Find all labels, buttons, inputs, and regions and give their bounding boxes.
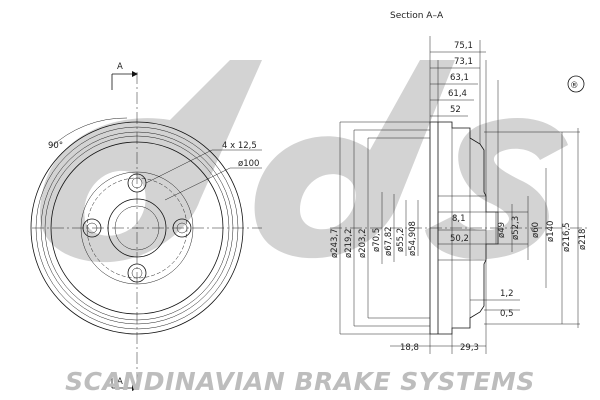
dim-1-2: 1,2 [500,289,514,299]
brand-text: SCANDINAVIAN BRAKE SYSTEMS [65,367,535,396]
registered-mark: ® [570,81,579,91]
center-bore-inner [114,205,160,251]
dim-203-2: ø203,2 [358,228,368,258]
dim-52-3: ø52,3 [511,216,521,240]
bolt-hole-right [172,218,192,238]
bolt-hole-left-inner [86,222,98,234]
bolt-hole-top-inner [131,177,143,189]
dim-18-8: 18,8 [400,343,419,353]
dim-70-5: ø70,5 [372,228,382,252]
section-title: Section A–A [390,11,444,21]
dim-8-1: 8,1 [452,214,466,224]
angle-label: 90° [48,141,63,151]
bolt-hole-left [82,218,102,238]
angle-arc [49,117,128,149]
hub-flange-outer [80,171,194,285]
braking-surface-outer [40,131,234,325]
dim-52: 52 [450,105,461,115]
section-view: Section A–A 75,1 73,1 63,1 61,4 52 ø243,… [330,11,590,354]
dim-67-82: ø67,82 [384,226,394,256]
bolt-hole-bottom [127,263,147,283]
bolt-label: 4 x 12,5 [222,141,257,151]
bolt-hole-right-inner [176,222,188,234]
front-view: 90° 4 x 12,5 ø100 A A [30,62,262,391]
view-marker-top: A [117,62,123,72]
section-arrow-bottom-head [132,385,138,391]
dim-50-2: 50,2 [450,234,469,244]
dim-60: ø60 [531,222,541,238]
dim-75-1: 75,1 [454,41,473,51]
section-arrow-top-head [132,71,138,77]
dim-218: ø218 [578,229,588,250]
dim-140: ø140 [546,221,556,242]
dim-243-7: ø243,7 [330,228,340,258]
dim-219-2: ø219,2 [344,228,354,258]
dim-73-1: 73,1 [454,57,473,67]
dim-49: ø49 [497,222,507,238]
dim-54-908: ø54,908 [408,221,418,256]
bearing-seat [437,211,487,245]
dim-216-5: ø216,5 [562,222,572,252]
bolt-leader-line [145,149,213,184]
dim-61-4: 61,4 [448,89,467,99]
view-marker-bottom: A [117,377,123,387]
dim-0-5: 0,5 [500,309,514,319]
drum-outer-edge [30,121,244,335]
pcd-label: ø100 [238,159,259,169]
center-bore-outer [107,198,167,258]
dim-29-3: 29,3 [460,343,479,353]
braking-surface-inner [44,135,230,321]
bolt-hole-bottom-inner [131,267,143,279]
drum-rim-inner [35,126,239,330]
dim-55-2: ø55,2 [396,228,406,252]
drum-face-edge [50,141,224,315]
dim-63-1: 63,1 [450,73,469,83]
registered-mark-circle [567,75,585,93]
pcd-leader-line [164,167,231,201]
sbs-watermark-logo [40,60,568,263]
